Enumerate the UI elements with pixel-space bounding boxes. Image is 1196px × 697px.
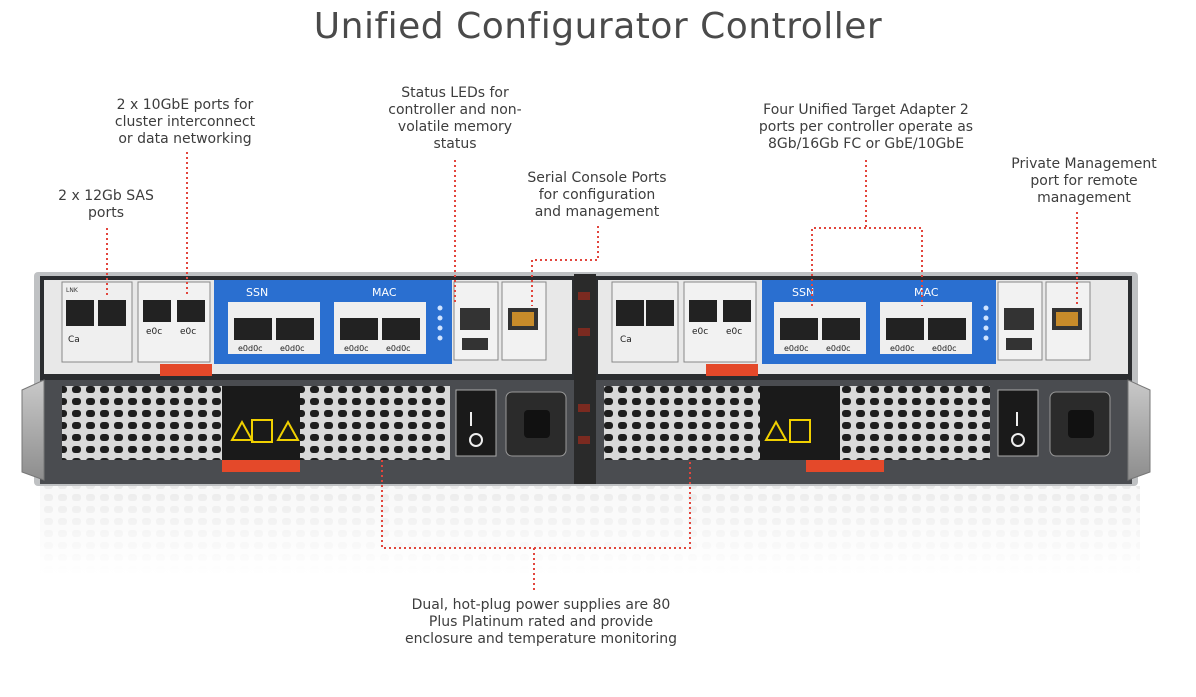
left-rack-ear — [21, 379, 45, 481]
psu-release-tab[interactable] — [806, 460, 884, 472]
warning-icon — [251, 419, 273, 443]
port-e0d0c-label: e0d0c — [344, 344, 369, 353]
status-led — [983, 325, 989, 331]
status-led — [437, 305, 443, 311]
page-title: Unified Configurator Controller — [313, 6, 883, 47]
port-e0d0c-label: e0d0c — [826, 344, 851, 353]
leader-lines — [106, 152, 1078, 592]
serial-console-module — [453, 281, 547, 361]
status-led — [983, 335, 989, 341]
sas-port-2[interactable] — [646, 300, 674, 326]
leader-serial — [531, 226, 599, 306]
callout-status-leds: Status LEDs for controller and non- vola… — [388, 85, 522, 152]
power-supply-a — [62, 386, 567, 472]
tengbe-port-2[interactable] — [723, 300, 751, 322]
port-e0d0c-label: e0d0c — [890, 344, 915, 353]
port-e0c-label: e0c — [146, 327, 162, 337]
port-e0d0c-label: e0d0c — [784, 344, 809, 353]
status-led — [437, 325, 443, 331]
right-rack-ear — [1127, 379, 1151, 481]
lnk-label: LNK — [66, 287, 79, 294]
uta-panel: SSN MAC e0d0c e0d0c e0d0c e0d0c — [214, 280, 452, 364]
port-e0c-label: e0c — [180, 327, 196, 337]
mac-label: MAC — [914, 286, 939, 299]
warning-icon — [764, 419, 788, 441]
uta-port-4[interactable] — [928, 318, 966, 340]
callout-sas-ports: 2 x 12Gb SAS ports — [58, 188, 154, 221]
sas-port-1[interactable] — [616, 300, 644, 326]
uta-port-4[interactable] — [382, 318, 420, 340]
ssn-label: SSN — [246, 286, 268, 299]
tengbe-port-module: e0c e0c — [137, 281, 211, 363]
callout-private-management: Private Management port for remote manag… — [1011, 156, 1157, 206]
uta-port-1[interactable] — [780, 318, 818, 340]
callout-power-supplies: Dual, hot-plug power supplies are 80 Plu… — [405, 597, 677, 647]
warning-icon — [230, 419, 254, 441]
port-ca-label: Ca — [620, 335, 632, 345]
sas-port-2[interactable] — [98, 300, 126, 326]
release-tab[interactable] — [160, 364, 212, 376]
port-ca-label: Ca — [68, 335, 80, 345]
uta-panel: SSN MAC e0d0c e0d0c e0d0c e0d0c — [762, 280, 996, 364]
port-e0d0c-label: e0d0c — [932, 344, 957, 353]
rj45-port[interactable] — [460, 308, 490, 330]
warning-icon — [276, 419, 300, 441]
callout-10gbe-ports: 2 x 10GbE ports for cluster interconnect… — [114, 97, 256, 147]
leader-psu — [381, 460, 691, 549]
mac-label: MAC — [372, 286, 397, 299]
port-e0d0c-label: e0d0c — [280, 344, 305, 353]
port-e0d0c-label: e0d0c — [238, 344, 263, 353]
port-e0c-label: e0c — [692, 327, 708, 337]
callout-uta-ports: Four Unified Target Adapter 2 ports per … — [758, 102, 974, 152]
status-led — [983, 315, 989, 321]
callout-serial-console: Serial Console Ports for configuration a… — [527, 170, 667, 220]
rj45-port[interactable] — [1004, 308, 1034, 330]
controller-b: Ca e0c e0c SSN MAC e0d0c e0d0c e0d0c e0d… — [598, 280, 1128, 472]
sas-port-module: LNK Ca — [61, 281, 133, 363]
uta-port-2[interactable] — [822, 318, 860, 340]
uta-port-3[interactable] — [886, 318, 924, 340]
status-led — [983, 305, 989, 311]
serial-console-module — [997, 281, 1091, 361]
uta-port-1[interactable] — [234, 318, 272, 340]
usb-port[interactable] — [462, 338, 488, 350]
release-tab[interactable] — [706, 364, 758, 376]
uta-port-2[interactable] — [276, 318, 314, 340]
psu-release-tab[interactable] — [222, 460, 300, 472]
chassis-reflection — [40, 486, 1140, 576]
tengbe-port-2[interactable] — [177, 300, 205, 322]
tengbe-port-module: e0c e0c — [683, 281, 757, 363]
controller-a: LNK Ca e0c e0c SSN MAC e0d0c e0d0c — [44, 280, 572, 472]
tengbe-port-1[interactable] — [689, 300, 717, 322]
status-led — [437, 315, 443, 321]
power-supply-b — [604, 386, 1111, 472]
tengbe-port-1[interactable] — [143, 300, 171, 322]
warning-icon — [789, 419, 811, 443]
ssn-label: SSN — [792, 286, 814, 299]
status-led — [437, 335, 443, 341]
sas-port-module: Ca — [611, 281, 679, 363]
uta-port-3[interactable] — [340, 318, 378, 340]
usb-port[interactable] — [1006, 338, 1032, 350]
port-e0d0c-label: e0d0c — [386, 344, 411, 353]
port-e0c-label: e0c — [726, 327, 742, 337]
leader-uta — [811, 227, 923, 306]
sas-port-1[interactable] — [66, 300, 94, 326]
